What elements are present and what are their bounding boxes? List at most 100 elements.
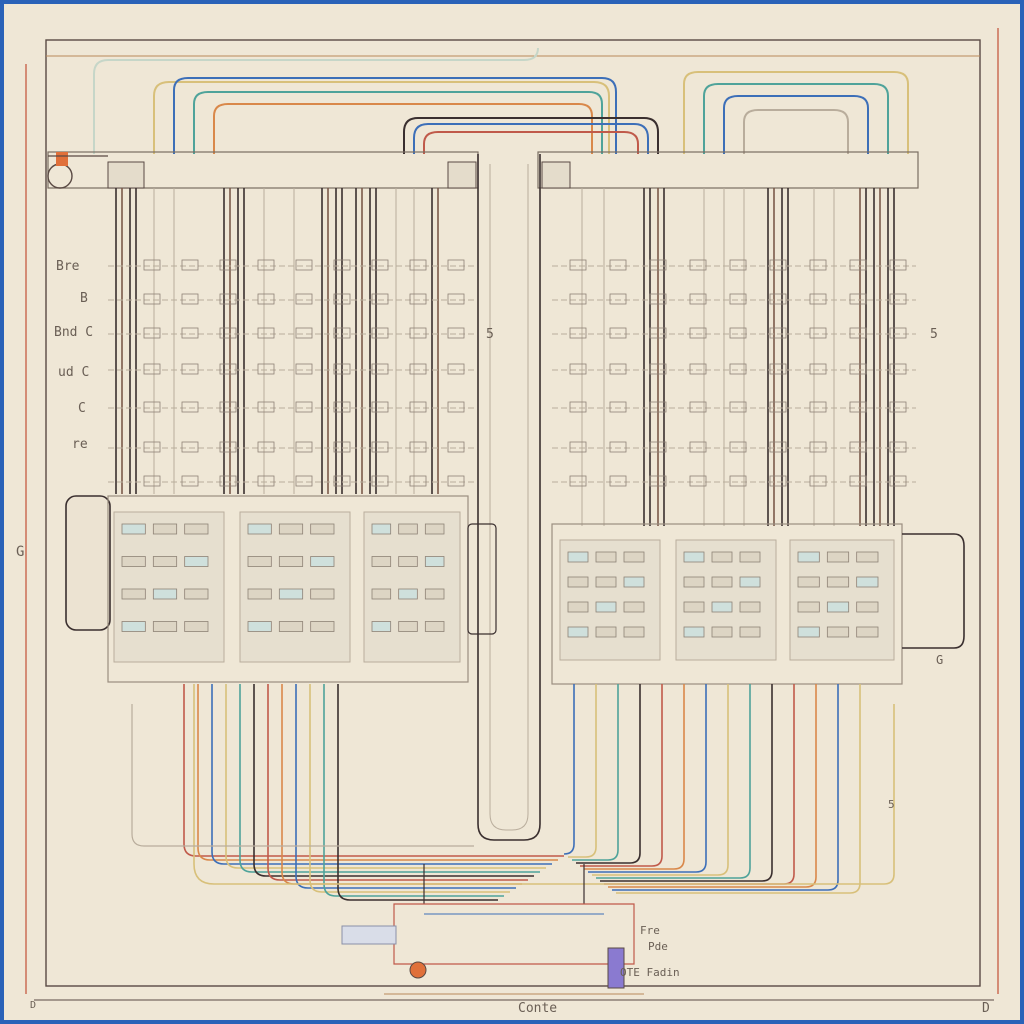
grid-component (609, 327, 627, 339)
grid-component (569, 401, 587, 413)
grid-component (143, 363, 161, 375)
module-chip (711, 626, 733, 638)
grid-component (769, 475, 787, 487)
grid-component (295, 293, 313, 305)
grid-component (181, 475, 199, 487)
grid-component (809, 293, 827, 305)
module-chip (623, 551, 645, 563)
grid-component (849, 293, 867, 305)
left-label-6: re (72, 437, 88, 452)
grid-component (371, 293, 389, 305)
grid-component (333, 401, 351, 413)
grid-component (569, 441, 587, 453)
grid-component (849, 475, 867, 487)
grid-component (569, 475, 587, 487)
grid-component (447, 259, 465, 271)
module-chip (152, 556, 178, 567)
grid-component (295, 475, 313, 487)
left-module-block (65, 495, 497, 683)
grid-component (181, 259, 199, 271)
module-chip (711, 551, 733, 563)
top-wire-arches (93, 47, 909, 154)
grid-component (447, 293, 465, 305)
grid-component (409, 327, 427, 339)
module-chips (121, 523, 879, 638)
side-label-lower: 5 (888, 798, 895, 811)
grid-component (295, 363, 313, 375)
module-chip (683, 576, 705, 588)
module-chip (121, 621, 146, 632)
module-chip (826, 551, 850, 563)
fanout-faint-wire (131, 704, 474, 847)
grid-component (569, 363, 587, 375)
grid-component (889, 475, 907, 487)
module-chip (310, 588, 335, 600)
fanout-wire-right (563, 684, 575, 855)
module-chip (623, 601, 645, 613)
module-chip (739, 551, 761, 563)
module-chip (797, 576, 820, 588)
module-chip (152, 523, 178, 535)
grid-component (409, 259, 427, 271)
grid-component (371, 441, 389, 453)
module-chip (623, 626, 645, 638)
module-chip (595, 601, 617, 613)
module-chip (121, 556, 146, 567)
grid-component (809, 259, 827, 271)
center-label: 5 (486, 327, 494, 342)
grid-component (649, 401, 667, 413)
grid-component (219, 327, 237, 339)
grid-component (649, 441, 667, 453)
grid-component (409, 293, 427, 305)
grid-component (371, 475, 389, 487)
module-chip (398, 523, 418, 535)
module-chip (683, 551, 705, 563)
grid-component (181, 327, 199, 339)
left-label-4: ud C (58, 365, 89, 380)
fanout-wire-left (211, 684, 552, 865)
grid-component (649, 293, 667, 305)
grid-component (447, 441, 465, 453)
grid-component (689, 401, 707, 413)
grid-component (849, 363, 867, 375)
component-grid-rows (108, 259, 916, 487)
grid-component (409, 441, 427, 453)
fanout-wire-right (580, 684, 663, 867)
module-chip (424, 621, 445, 632)
module-chip (278, 523, 304, 535)
fanout-return-wire (193, 684, 895, 885)
grid-component (609, 401, 627, 413)
left-bus-lines (115, 188, 439, 494)
grid-component (889, 441, 907, 453)
module-chip (739, 576, 761, 588)
grid-component (609, 259, 627, 271)
fanout-wire-left (267, 684, 528, 881)
circuit-schematic: Bre B Bnd C ud C C re 5 5 G G Conte Fre … (16, 28, 999, 1016)
grid-component (809, 327, 827, 339)
grid-component (333, 441, 351, 453)
grid-component (181, 363, 199, 375)
module-chip (184, 588, 209, 600)
grid-component (143, 475, 161, 487)
bottom-right-label-a: Fre (640, 924, 660, 937)
module-chip (683, 601, 705, 613)
grid-component (371, 259, 389, 271)
grid-component (143, 441, 161, 453)
module-chip (424, 523, 445, 535)
module-chip (595, 626, 617, 638)
module-chip (424, 588, 445, 600)
fanout-wire-right (588, 684, 707, 873)
grid-component (649, 363, 667, 375)
grid-component (181, 293, 199, 305)
grid-component (257, 293, 275, 305)
module-chip (278, 588, 304, 600)
grid-component (143, 259, 161, 271)
fanout-wire-right (576, 684, 641, 864)
grid-component (809, 441, 827, 453)
bottom-right-label-c: OTE Fadin (620, 966, 680, 979)
grid-component (769, 441, 787, 453)
grid-component (689, 475, 707, 487)
grid-component (447, 475, 465, 487)
module-chip (371, 523, 392, 535)
corner-label-left: D (30, 1000, 36, 1011)
